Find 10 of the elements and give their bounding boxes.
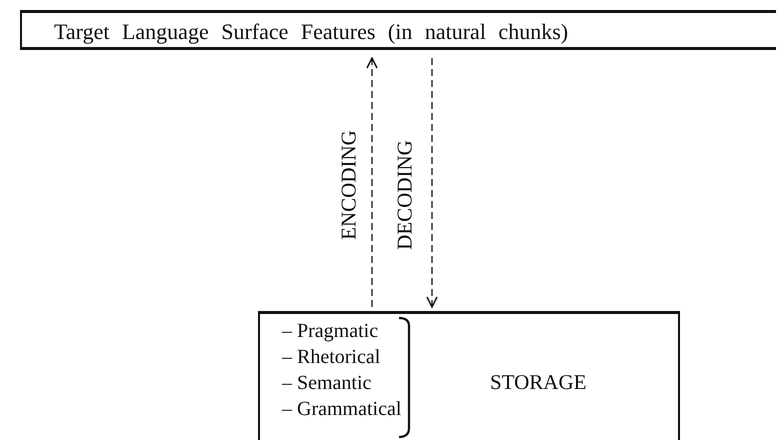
list-item: – Rhetorical [282,346,380,369]
dashed-arrow [366,57,378,307]
storage-box [258,311,680,440]
storage-label: STORAGE [490,370,586,395]
heading-text: Target Language Surface Features (in natural chunks) [54,19,568,45]
dashed-arrow [426,58,438,308]
list-item: – Semantic [282,372,372,395]
title-box [20,10,776,50]
list-item: – Pragmatic [282,320,378,343]
list-item: – Grammatical [282,398,402,421]
